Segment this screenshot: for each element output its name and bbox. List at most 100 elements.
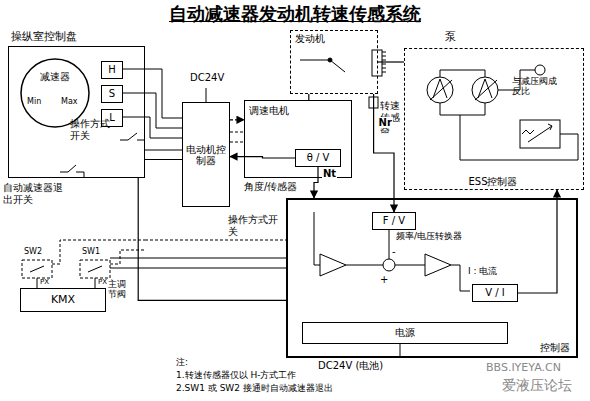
control-dashed-wires bbox=[230, 132, 244, 133]
pump-symbols bbox=[440, 103, 485, 115]
connector bbox=[145, 159, 182, 160]
switch-name: SW2 bbox=[24, 247, 42, 256]
pump-symbols bbox=[528, 126, 552, 142]
dial-outline bbox=[21, 59, 89, 127]
power-box: 电源 bbox=[302, 322, 508, 344]
connector bbox=[230, 119, 244, 120]
pump-symbols bbox=[520, 120, 560, 148]
amplifier-circuit bbox=[400, 342, 401, 358]
kmx-box: KMX bbox=[20, 288, 106, 312]
pump-symbols bbox=[460, 115, 578, 160]
dc-wire bbox=[206, 88, 207, 102]
node-text: ESS控制器 bbox=[405, 176, 581, 188]
connector bbox=[378, 61, 404, 62]
node-text: 发动机 bbox=[295, 33, 325, 45]
panel-wires bbox=[145, 150, 182, 151]
signal-label: Nr bbox=[378, 117, 393, 129]
mode-button: S bbox=[101, 85, 123, 103]
note-label: 2.SW1 或 SW2 接通时自动减速器退出 bbox=[176, 383, 333, 393]
switch-label: 自动减速器退出开关 bbox=[3, 182, 69, 205]
converter-label: 频率/电压转换器 bbox=[396, 231, 462, 241]
kmx-switches bbox=[110, 258, 286, 259]
switch-symbol bbox=[76, 172, 84, 173]
panel-wires bbox=[116, 69, 182, 150]
pump-symbols bbox=[427, 65, 578, 160]
pump-symbols bbox=[535, 65, 545, 75]
pin-name: PX bbox=[40, 278, 49, 286]
kmx-switches bbox=[88, 266, 102, 272]
watermark: 爱液压论坛 bbox=[502, 377, 572, 393]
voltage-label: DC24V bbox=[190, 72, 224, 84]
switch-label: 操作方式开关 bbox=[228, 214, 278, 237]
panel-box: 操纵室控制盘减速器MinMaxHSL bbox=[8, 46, 145, 178]
vi-converter-box: V / I bbox=[472, 284, 518, 302]
pump-symbols bbox=[475, 80, 497, 100]
kmx-switches bbox=[30, 266, 44, 272]
node-text: 控制器 bbox=[540, 342, 570, 354]
switch-symbol bbox=[128, 133, 137, 140]
kmx-switches bbox=[22, 240, 286, 288]
angle-voltage-box: θ / V bbox=[295, 149, 341, 167]
engine-gear bbox=[300, 50, 386, 76]
connector bbox=[518, 190, 557, 293]
dc-wire bbox=[206, 88, 207, 102]
switch-symbol bbox=[68, 165, 76, 172]
kmx-switches bbox=[80, 260, 110, 278]
pump-symbols bbox=[472, 77, 498, 103]
switch-symbol bbox=[120, 140, 128, 141]
engine-box: 发动机 bbox=[290, 30, 378, 94]
diagram-title: 自动减速器发动机转速传感系统 bbox=[0, 2, 590, 26]
connector bbox=[230, 157, 295, 158]
kmx-switches bbox=[95, 278, 96, 288]
kmx-switches bbox=[52, 240, 145, 264]
voltage-label: DC24V (电池) bbox=[318, 360, 383, 372]
node-text: 电源 bbox=[303, 327, 507, 339]
connector bbox=[314, 167, 318, 198]
motor-controller-box: 电动机控制器 bbox=[182, 102, 230, 207]
node-text: 调速电机 bbox=[249, 105, 289, 117]
node-text: Max bbox=[61, 97, 78, 106]
sensor-label: 角度/传感器 bbox=[244, 181, 297, 193]
engine-gear bbox=[328, 58, 332, 62]
switch-name: SW1 bbox=[82, 247, 100, 256]
node-text: θ / V bbox=[296, 152, 340, 164]
kmx-switches bbox=[110, 250, 145, 264]
kmx-switches bbox=[37, 278, 38, 288]
pump-symbols bbox=[430, 80, 452, 100]
switch-symbol bbox=[60, 172, 68, 173]
amplifier-circuit bbox=[395, 265, 425, 266]
node-text: KMX bbox=[21, 294, 105, 307]
panel-wires bbox=[116, 117, 182, 138]
kmx-switches bbox=[22, 260, 52, 278]
switch-label: 操作方式开关 bbox=[70, 118, 114, 141]
node-text: 泵 bbox=[445, 31, 456, 44]
amplifier-circuit bbox=[346, 265, 383, 266]
pump-symbols bbox=[522, 130, 534, 134]
node-text: H bbox=[102, 64, 122, 76]
panel-wires bbox=[116, 93, 182, 128]
node-text: 操纵室控制盘 bbox=[11, 31, 77, 44]
signal-label: Nt bbox=[322, 168, 337, 180]
node-text: V / I bbox=[473, 287, 517, 299]
node-text: 电动机控制器 bbox=[183, 143, 229, 166]
engine-gear bbox=[372, 50, 382, 76]
amplifier-circuit bbox=[314, 212, 320, 265]
governor-motor-box: 调速电机 θ / V bbox=[244, 100, 352, 178]
kmx-switches bbox=[145, 240, 286, 241]
signal-label: I : 电流 bbox=[468, 266, 497, 276]
amplifier-circuit bbox=[320, 254, 346, 276]
mode-button: H bbox=[101, 61, 123, 79]
amplifier-circuit bbox=[425, 254, 451, 276]
watermark: BBS.IYEYA.CN bbox=[486, 362, 561, 375]
amplifier-circuit bbox=[383, 259, 395, 271]
engine-gear bbox=[330, 60, 345, 72]
switch-symbol bbox=[137, 140, 145, 141]
node-text: S bbox=[102, 88, 122, 100]
pump-symbols bbox=[548, 124, 552, 130]
control-dashed-wires bbox=[230, 132, 244, 142]
pin-name: PX bbox=[98, 278, 107, 286]
valve-label: 主调节阀 bbox=[108, 279, 132, 300]
pump-symbols bbox=[440, 70, 485, 77]
node-text: Min bbox=[27, 97, 41, 106]
